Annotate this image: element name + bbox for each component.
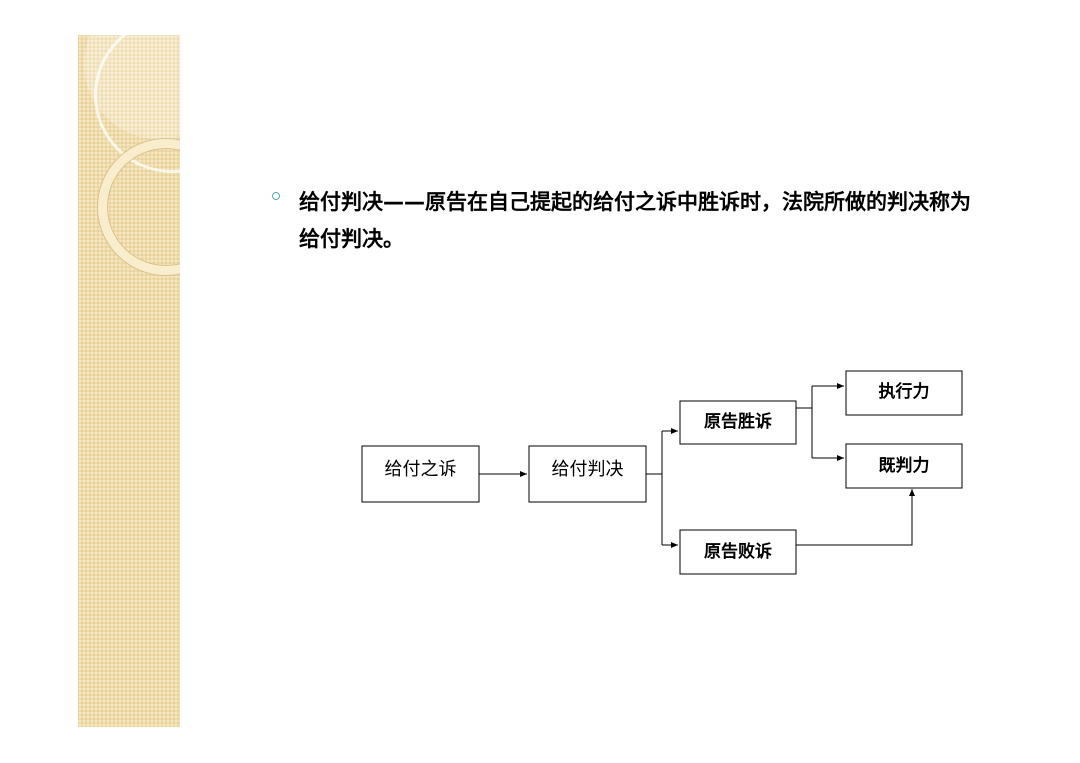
edge-loses-to-res-judicata: [796, 489, 915, 546]
node-suit: 给付之诉: [361, 445, 480, 503]
node-plaintiff-wins: 原告胜诉: [679, 400, 797, 445]
node-judgment: 给付判决: [528, 445, 647, 503]
node-judgment-label: 给付判决: [552, 459, 624, 480]
node-plaintiff-loses: 原告败诉: [679, 529, 797, 575]
node-res-judicata: 既判力: [845, 443, 963, 489]
decorative-side-band: [78, 35, 180, 727]
node-plaintiff-wins-label: 原告胜诉: [704, 411, 772, 432]
edge-wins-trunk: [796, 386, 813, 458]
node-enforcement: 执行力: [845, 370, 963, 416]
node-res-judicata-label: 既判力: [879, 455, 930, 476]
node-enforcement-label: 执行力: [879, 381, 930, 402]
bullet-circle-icon: [272, 192, 280, 200]
edge-judgment-trunk: [646, 431, 663, 545]
node-suit-label: 给付之诉: [385, 459, 457, 480]
bullet-text: 给付判决——原告在自己提起的给付之诉中胜诉时，法院所做的判决称为给付判决。: [299, 190, 971, 251]
node-plaintiff-loses-label: 原告败诉: [704, 541, 772, 562]
